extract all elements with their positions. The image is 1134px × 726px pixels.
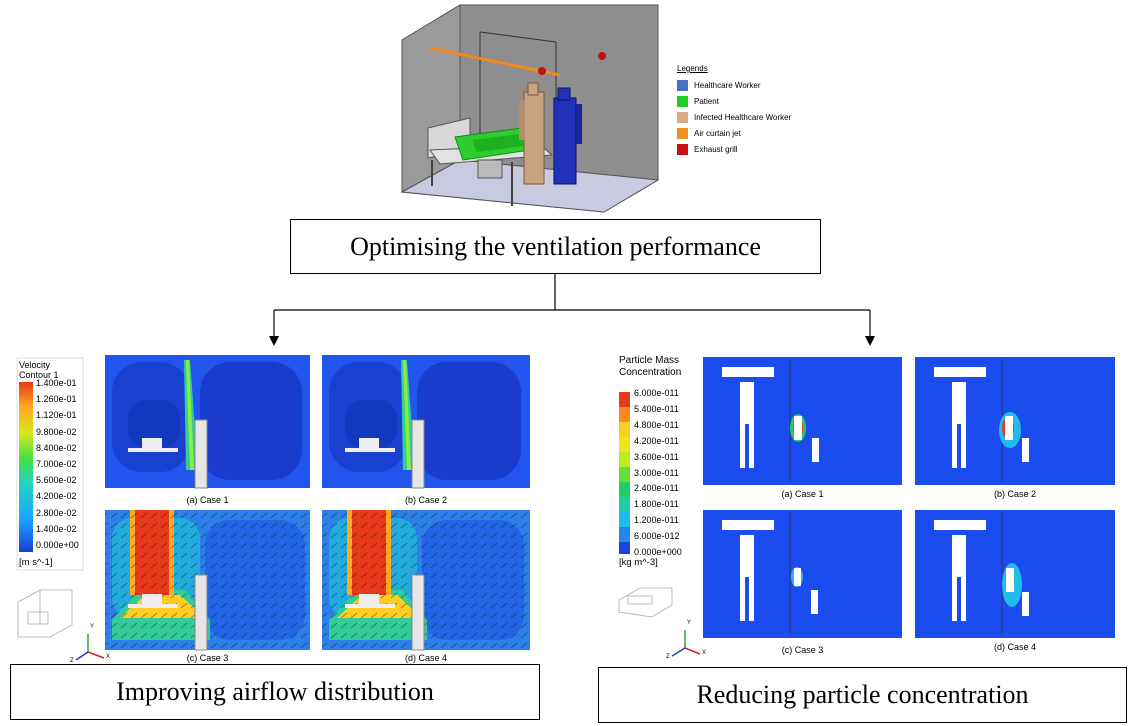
legend-label: Healthcare Worker	[694, 80, 761, 90]
velocity-title-line1: Velocity	[19, 360, 51, 370]
particle-unit: [kg m^-3]	[619, 557, 658, 568]
exhaust-grill-1	[538, 67, 546, 75]
legend-label: Patient	[694, 96, 719, 106]
bottom-left-box: Improving airflow distribution	[10, 664, 540, 720]
legend-label: Exhaust grill	[694, 144, 738, 154]
velocity-caption-2: (b) Case 2	[404, 495, 448, 505]
velocity-title-line2: Contour 1	[19, 370, 59, 380]
axis-z-label-left: Z	[70, 658, 74, 664]
colorbar-tick-label: 0.000e+00	[36, 540, 79, 550]
legend-item: Air curtain jet	[677, 125, 837, 141]
colorbar-tick-label: 1.260e-01	[36, 394, 77, 405]
particle-caption-4: (d) Case 4	[993, 642, 1037, 652]
velocity-caption-3: (c) Case 3	[186, 653, 229, 663]
particle-panel-1	[703, 357, 902, 485]
top-box-label: Optimising the ventilation performance	[350, 231, 761, 261]
bottom-left-box-label: Improving airflow distribution	[116, 677, 434, 706]
legend-label: Infected Healthcare Worker	[694, 112, 792, 122]
legend-swatch	[677, 79, 688, 91]
particle-panel-3	[703, 510, 902, 638]
colorbar-tick-label: 1.400e-02	[36, 523, 77, 534]
colorbar-tick-label: 9.800e-02	[36, 426, 77, 437]
particle-colorbar	[619, 392, 630, 554]
velocity-unit: [m s^-1]	[19, 557, 53, 568]
bottom-right-box: Reducing particle concentration	[598, 667, 1127, 723]
colorbar-tick-label: 3.000e-011	[634, 467, 679, 478]
colorbar-tick-label: 0.000e+000	[634, 547, 682, 557]
axis-x-label-right: X	[702, 650, 707, 656]
arrow-head-right	[865, 336, 875, 346]
velocity-colorbar	[19, 382, 33, 552]
velocity-panel-4	[322, 510, 530, 651]
velocity-caption-1: (a) Case 1	[186, 495, 229, 505]
colorbar-tick-label: 4.800e-011	[634, 419, 679, 430]
velocity-panel-1	[105, 355, 310, 489]
axis-y-label-right: Y	[687, 620, 692, 626]
bottom-right-box-label: Reducing particle concentration	[696, 680, 1029, 709]
room-thumbnail-left	[17, 589, 73, 638]
legend-swatch	[677, 127, 688, 139]
particle-caption-1: (a) Case 1	[781, 489, 824, 499]
colorbar-tick-label: 8.400e-02	[36, 442, 77, 453]
room-thumbnail-right	[618, 587, 673, 618]
velocity-legend-title: Velocity Contour 1	[19, 360, 59, 380]
legend-item: Exhaust grill	[677, 141, 837, 157]
legend-label: Air curtain jet	[694, 128, 741, 138]
particle-title-line2: Concentration	[619, 367, 682, 378]
colorbar-tick-label: 4.200e-02	[36, 491, 77, 502]
colorbar-tick-label: 4.200e-011	[634, 435, 679, 446]
arrow-head-left	[269, 336, 279, 346]
axis-z-label-right: Z	[666, 654, 670, 660]
axis-triad-right	[671, 630, 701, 657]
particle-panel-2	[915, 357, 1115, 485]
connector-arrows	[273, 273, 871, 338]
legend-swatch	[677, 143, 688, 155]
legend-swatch	[677, 95, 688, 107]
colorbar-tick-label: 5.600e-02	[36, 475, 77, 486]
colorbar-tick-label: 2.400e-011	[634, 483, 679, 494]
particle-caption-3: (c) Case 3	[781, 645, 824, 655]
legend-title: Legends	[677, 64, 708, 73]
top-box: Optimising the ventilation performance	[290, 219, 821, 274]
colorbar-tick-label: 3.600e-011	[634, 451, 679, 462]
colorbar-tick-label: 7.000e-02	[36, 459, 77, 469]
legend-swatch	[677, 111, 688, 123]
legend-item: Healthcare Worker	[677, 77, 837, 93]
colorbar-tick-label: 6.000e-011	[634, 388, 679, 398]
legend-item: Patient	[677, 93, 837, 109]
particle-caption-2: (b) Case 2	[993, 489, 1037, 499]
axis-y-label-left: Y	[90, 624, 95, 630]
colorbar-tick-label: 1.120e-01	[36, 410, 77, 421]
colorbar-tick-label: 5.400e-011	[634, 403, 679, 414]
axis-triad-left	[75, 634, 105, 661]
colorbar-tick-label: 6.000e-012	[634, 531, 680, 542]
particle-title-line1: Particle Mass	[619, 355, 680, 366]
room-3d-model	[400, 4, 660, 213]
legend-item: Infected Healthcare Worker	[677, 109, 837, 125]
axis-x-label-left: X	[106, 654, 111, 660]
colorbar-tick-label: 2.800e-02	[36, 507, 77, 518]
particle-panel-4	[915, 510, 1115, 638]
colorbar-tick-label: 1.200e-011	[634, 515, 679, 526]
velocity-panel-2	[322, 355, 530, 489]
colorbar-tick-label: 1.800e-011	[634, 499, 679, 510]
velocity-panel-3	[105, 510, 310, 651]
colorbar-tick-label: 1.400e-01	[36, 378, 77, 388]
velocity-caption-4: (d) Case 4	[404, 653, 448, 663]
particle-legend-title: Particle Mass Concentration	[619, 355, 681, 379]
exhaust-grill-2	[598, 52, 606, 60]
